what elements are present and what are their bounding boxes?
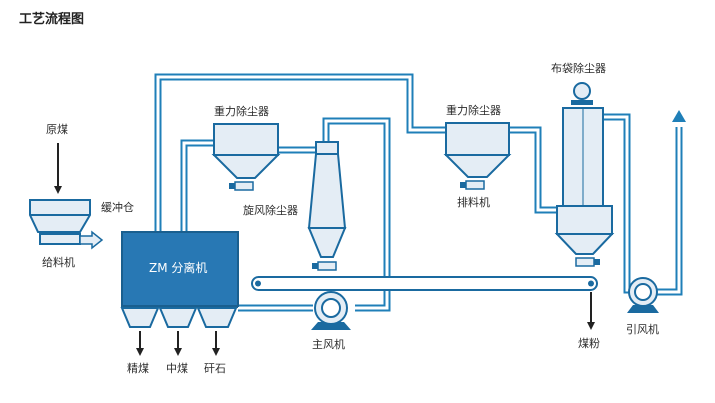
gravity-dust-collector-2 (443, 122, 512, 190)
duct-separator-to-gravity2 (154, 73, 446, 232)
buffer-bin-label: 缓冲仓 (101, 200, 134, 214)
separator-label: ZM 分离机 (149, 260, 207, 275)
duct-exhaust-stack (657, 127, 683, 296)
gravity-dust-collector-2-label: 重力除尘器 (446, 103, 501, 117)
raw-coal-label: 原煤 (46, 123, 68, 136)
coal-powder-label: 煤粉 (578, 337, 600, 350)
main-fan (311, 291, 351, 330)
bag-dust-collector (554, 82, 615, 267)
conveyor-belt (251, 276, 598, 291)
feeder-hopper (29, 199, 91, 245)
page-title: 工艺流程图 (19, 12, 85, 27)
gravity-dust-collector-1 (211, 123, 281, 191)
main-fan-label: 主风机 (312, 337, 345, 351)
duct-gravity2-to-bag (509, 126, 557, 214)
middle-coal-label: 中煤 (166, 362, 188, 375)
zm-separator (120, 231, 239, 328)
clean-coal-label: 精煤 (127, 362, 149, 375)
bag-dust-collector-label: 布袋除尘器 (551, 61, 606, 75)
feeder-outlet-arrow-icon (79, 230, 104, 250)
induced-fan-label: 引风机 (626, 322, 659, 336)
exhaust-arrow-icon (672, 110, 686, 122)
discharge-machine-label: 排料机 (457, 195, 490, 209)
induced-fan (627, 277, 659, 313)
gravity-dust-collector-1-label: 重力除尘器 (214, 104, 269, 118)
cyclone-dust-collector-label: 旋风除尘器 (243, 203, 298, 217)
cyclone-dust-collector (307, 141, 347, 271)
duct-separator-to-gravity1 (180, 139, 214, 232)
feeder-label: 给料机 (42, 255, 75, 269)
gangue-label: 矸石 (204, 362, 226, 375)
